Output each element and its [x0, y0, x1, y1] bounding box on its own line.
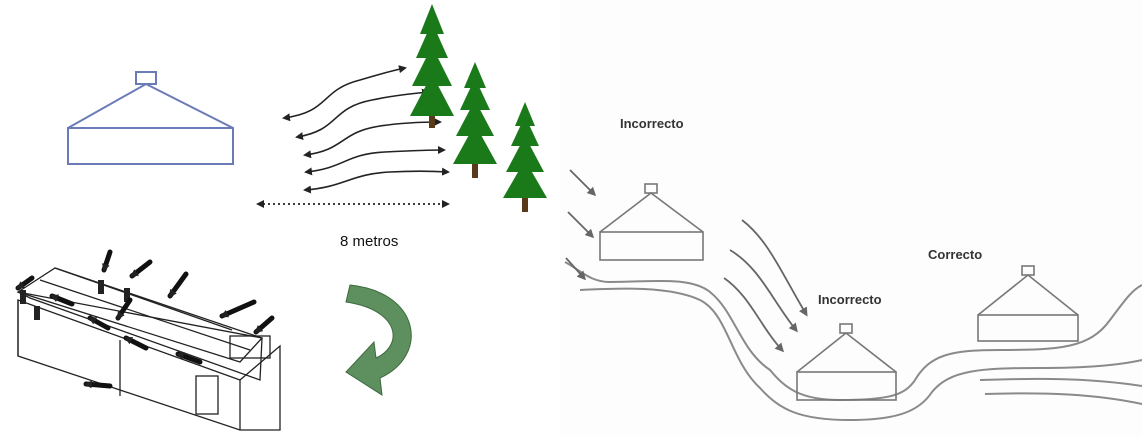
terrain-line [984, 392, 1142, 405]
tree-row [410, 4, 547, 212]
wind-arrow [565, 257, 587, 281]
airflow-arrow [87, 315, 111, 331]
tree-icon [410, 4, 454, 128]
vent-icon [98, 280, 104, 294]
airflow-arrow [15, 275, 35, 291]
tree-icon [453, 62, 497, 178]
label-correct: Correcto [928, 247, 982, 262]
airflow-arrow [129, 259, 153, 279]
wind-arrow [729, 249, 798, 333]
wind-flow-arrows [565, 169, 808, 353]
barn-valley [796, 323, 897, 401]
wind-arrow [303, 167, 450, 194]
vent-icon [20, 290, 26, 304]
airflow-arrow [167, 271, 189, 299]
airflow-arrows [15, 249, 275, 389]
airflow-arrow [115, 297, 133, 321]
vent-icon [124, 288, 130, 302]
distance-label: 8 metros [340, 233, 398, 250]
airflow-arrow [123, 335, 149, 351]
right-panel-bg [560, 0, 1142, 436]
barn-front-view [67, 71, 234, 165]
airflow-arrow [253, 315, 275, 335]
wind-arrow [741, 219, 808, 317]
label-incorrect-valley: Incorrecto [818, 292, 882, 307]
terrain-line [579, 287, 1142, 422]
barn-perspective-view [16, 267, 281, 431]
barn-correct [977, 265, 1079, 342]
airflow-arrow [219, 299, 257, 319]
airflow-arrow [83, 380, 113, 389]
wind-arrows [282, 65, 450, 194]
vent-icon [34, 306, 40, 320]
wind-arrow [723, 277, 785, 353]
curved-arrow-icon [345, 284, 412, 396]
wind-arrow [567, 211, 595, 239]
airflow-arrow [49, 293, 75, 307]
wind-arrow [304, 146, 446, 176]
tree-icon [503, 102, 547, 212]
airflow-arrow [175, 351, 203, 365]
wind-arrow [569, 169, 597, 197]
airflow-arrow [101, 249, 113, 273]
terrain-line [979, 377, 1142, 387]
vent-icons [20, 280, 130, 320]
barn-top-left [599, 183, 704, 261]
label-incorrect-top: Incorrecto [620, 116, 684, 131]
